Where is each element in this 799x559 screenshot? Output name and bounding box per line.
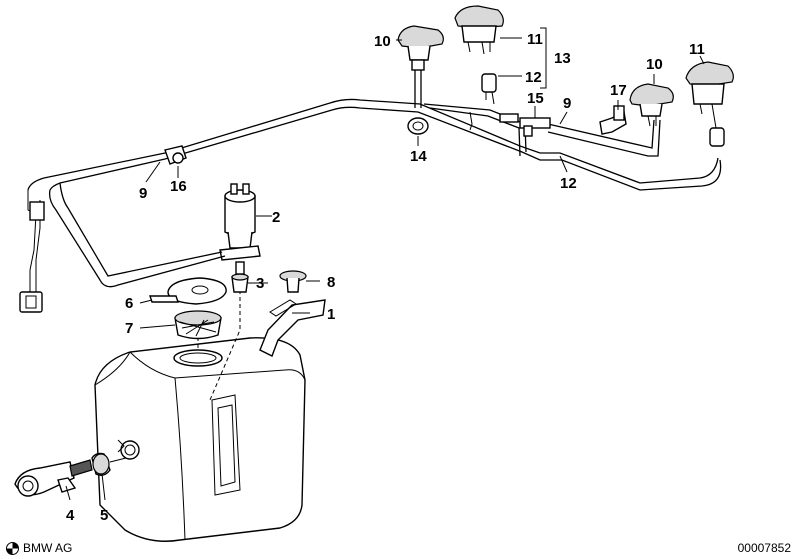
- callout-12-upper: 12: [525, 69, 542, 86]
- callout-labels: 1 2 3 4 5 6 7 8 9 9 10 10 11 11 12 12 13…: [66, 31, 705, 524]
- washer-reservoir: [94, 337, 306, 542]
- reservoir-cover: [149, 277, 227, 305]
- hose-clip-14: [407, 117, 429, 135]
- callout-6: 6: [125, 295, 133, 312]
- callout-4: 4: [66, 507, 75, 524]
- washer-pump: [219, 183, 261, 261]
- callout-11-right: 11: [689, 41, 705, 58]
- bmw-roundel-icon: [6, 541, 19, 555]
- callout-7: 7: [125, 320, 133, 337]
- document-number: 00007852: [737, 541, 791, 555]
- sealing-plug: [279, 270, 307, 293]
- callout-16: 16: [170, 178, 187, 195]
- pump-grommet: [231, 261, 249, 293]
- brand-name: BMW AG: [23, 541, 73, 555]
- washer-nozzle-right-11: [685, 61, 734, 147]
- callout-10-right: 10: [646, 56, 663, 73]
- hose-clip-16: [164, 145, 187, 165]
- callout-9-left: 9: [139, 185, 147, 202]
- callout-10-left: 10: [374, 33, 391, 50]
- sensor-grommet: [91, 452, 127, 477]
- callout-3: 3: [256, 275, 264, 292]
- nozzle-connector-17: [599, 105, 627, 135]
- washer-nozzle-left-11: [454, 5, 504, 105]
- filter-strainer: [174, 310, 222, 340]
- washer-nozzle-right-10: [629, 83, 674, 127]
- reservoir-bracket: [259, 299, 326, 357]
- callout-13: 13: [554, 50, 571, 67]
- callout-12-lower: 12: [560, 175, 577, 192]
- callout-8: 8: [327, 274, 335, 291]
- callout-9-right: 9: [563, 95, 571, 112]
- callout-1: 1: [327, 306, 335, 323]
- leader-lines: [65, 37, 705, 501]
- callout-17: 17: [610, 82, 627, 99]
- hose-lines: [19, 68, 722, 313]
- level-sensor: [14, 459, 93, 497]
- group-bracket-13: [540, 27, 547, 89]
- callout-5: 5: [100, 507, 108, 524]
- callout-15: 15: [527, 90, 544, 107]
- callout-2: 2: [272, 209, 280, 226]
- brand-mark: BMW AG: [6, 541, 72, 555]
- callout-11-left: 11: [527, 31, 543, 48]
- t-connector: [499, 113, 551, 137]
- washer-nozzle-left-10: [397, 25, 444, 71]
- callout-14: 14: [410, 148, 427, 165]
